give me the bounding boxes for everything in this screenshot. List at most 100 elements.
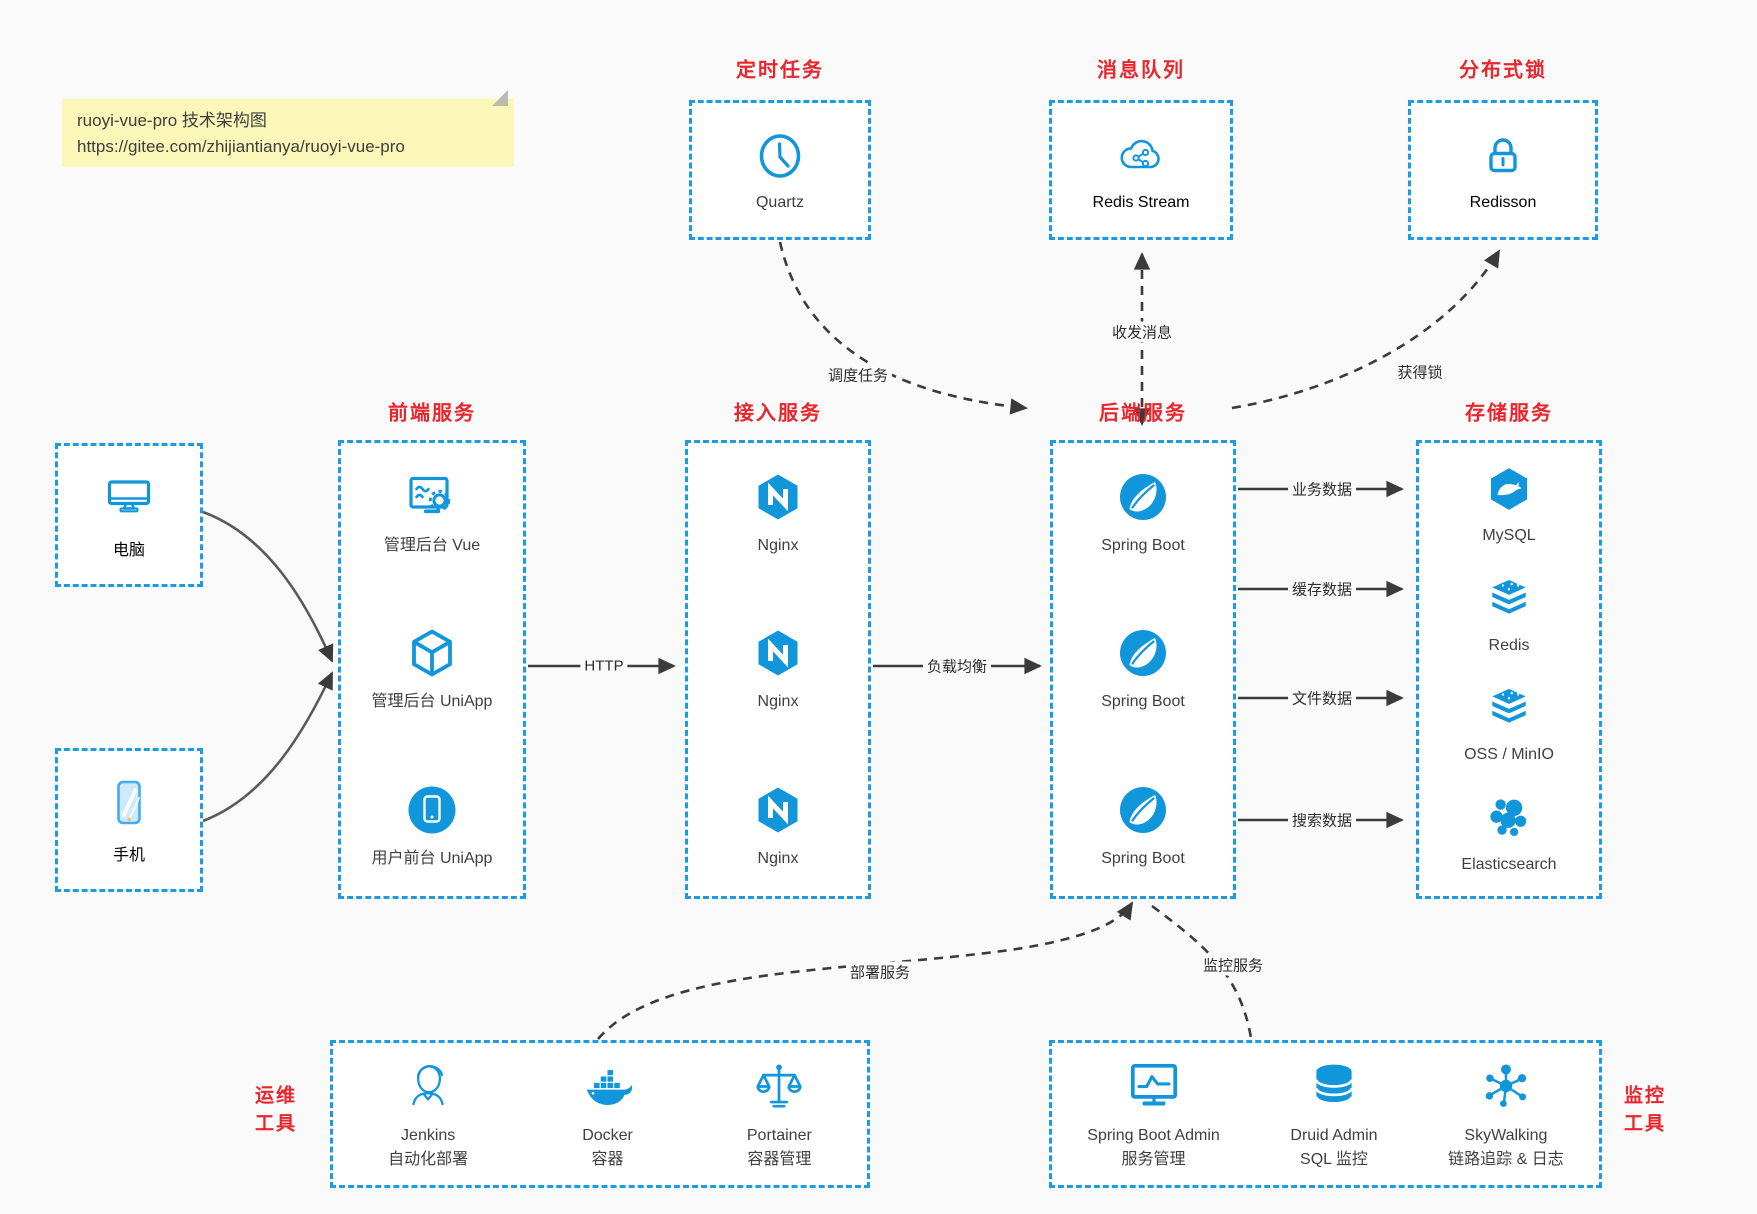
node-label: SkyWalking 链路追踪 & 日志: [1448, 1124, 1564, 1170]
clock-icon: [759, 134, 801, 178]
node-springboot-admin: Spring Boot Admin 服务管理: [1087, 1057, 1220, 1170]
spring-leaf-icon: [1119, 786, 1166, 833]
edge-acquire-lock: [1231, 249, 1501, 410]
edge-label-http: HTTP: [580, 657, 628, 675]
edge-label-file-data: 文件数据: [1287, 687, 1357, 709]
node-elasticsearch: Elasticsearch: [1461, 792, 1557, 876]
tool-desc: 容器管理: [747, 1150, 812, 1168]
node-skywalking: SkyWalking 链路追踪 & 日志: [1448, 1057, 1564, 1170]
nginx-hexagon-icon: [758, 474, 798, 520]
edge-label-business-data: 业务数据: [1287, 478, 1357, 500]
tool-name: Docker: [582, 1127, 633, 1145]
backend-column: Spring Boot Spring Boot Spring Boot: [1050, 440, 1236, 899]
node-label: 用户前台 UniApp: [371, 849, 493, 867]
node-springboot-1: Spring Boot: [1101, 469, 1185, 557]
scheduler-group-title: 定时任务: [736, 59, 824, 82]
tool-name: Portainer: [746, 1127, 812, 1145]
node-label: Nginx: [757, 693, 799, 711]
docker-whale-icon: [586, 1070, 632, 1106]
node-redis: Redis: [1483, 573, 1535, 657]
spring-leaf-icon: [1119, 630, 1166, 677]
nginx-hexagon-icon: [758, 787, 798, 833]
node-label: Nginx: [757, 537, 799, 554]
node-admin-uniapp: 管理后台 UniApp: [371, 625, 493, 713]
spring-leaf-icon: [1119, 474, 1166, 520]
node-label: 管理后台 Vue: [383, 537, 481, 554]
node-label: Portainer 容器管理: [747, 1124, 812, 1170]
nginx-hexagon-icon: [758, 630, 798, 676]
ops-title-line2: 工具: [254, 1113, 298, 1134]
admin-dashboard-gear-icon: [409, 476, 451, 514]
monitoring-toolbox: Spring Boot Admin 服务管理 Druid Admin SQL 监…: [1049, 1040, 1602, 1188]
node-label: Spring Boot Admin 服务管理: [1087, 1124, 1220, 1170]
edge-label-search-data: 搜索数据: [1287, 809, 1357, 831]
gateway-column: Nginx Nginx Nginx: [685, 440, 871, 899]
client-label: 电脑: [112, 542, 145, 559]
node-label: Jenkins 自动化部署: [388, 1124, 468, 1170]
tool-name: Jenkins: [401, 1127, 456, 1145]
node-redisson: Redisson: [1408, 100, 1598, 240]
ops-toolbox: Jenkins 自动化部署 Docker 容器: [330, 1040, 870, 1188]
node-label: Docker 容器: [582, 1124, 633, 1170]
node-label: Elasticsearch: [1461, 855, 1557, 873]
edge-label-load-balance: 负载均衡: [922, 655, 992, 677]
tool-desc: 服务管理: [1121, 1150, 1186, 1168]
tool-name: SkyWalking: [1464, 1127, 1548, 1145]
note-url: https://gitee.com/zhijiantianya/ruoyi-vu…: [77, 137, 405, 157]
backend-group-title: 后端服务: [1099, 402, 1187, 425]
edge-schedule-task: [778, 241, 1028, 415]
ops-title-line1: 运维: [254, 1085, 298, 1107]
node-portainer: Portainer 容器管理: [747, 1057, 812, 1170]
edge-label-deploy: 部署服务: [845, 961, 915, 983]
node-admin-vue: 管理后台 Vue: [384, 469, 480, 557]
database-cylinder-icon: [1315, 1064, 1353, 1106]
gateway-group-title: 接入服务: [734, 402, 822, 425]
monitor-chart-icon: [1130, 1064, 1177, 1106]
node-jenkins: Jenkins 自动化部署: [388, 1057, 468, 1170]
tool-desc: 链路追踪 & 日志: [1448, 1150, 1564, 1168]
redis-stack-icon: [1492, 579, 1526, 614]
node-nginx-3: Nginx: [750, 782, 806, 870]
desktop-icon: [107, 480, 151, 513]
node-nginx-2: Nginx: [750, 625, 806, 713]
padlock-icon: [1489, 138, 1517, 173]
node-label: Nginx: [757, 849, 799, 867]
cloud-stream-icon: [1120, 139, 1160, 169]
edge-label-lock: 获得锁: [1393, 361, 1447, 383]
monitoring-title-line1: 监控: [1623, 1085, 1667, 1107]
node-nginx-1: Nginx: [750, 469, 806, 557]
node-mysql: MySQL: [1482, 463, 1536, 547]
node-label: Redis: [1488, 636, 1530, 654]
node-redis-stream: Redis Stream: [1049, 100, 1233, 240]
tool-name: Spring Boot Admin: [1087, 1127, 1220, 1145]
elasticsearch-cluster-icon: [1490, 799, 1527, 836]
tool-desc: SQL 监控: [1300, 1150, 1368, 1168]
smartphone-icon: [117, 780, 141, 825]
tool-desc: 自动化部署: [388, 1150, 469, 1168]
frontend-column: 管理后台 Vue 管理后台 UniApp 用户前台 UniApp: [338, 440, 526, 899]
edge-label-messaging: 收发消息: [1107, 321, 1177, 343]
edge-phone-frontend: [202, 671, 334, 823]
edge-label-monitor: 监控服务: [1198, 954, 1268, 976]
node-label: Quartz: [755, 194, 804, 211]
client-label: 手机: [112, 847, 145, 864]
lock-group-title: 分布式锁: [1459, 59, 1547, 82]
node-label: Spring Boot: [1101, 693, 1185, 711]
node-label: Redis Stream: [1092, 194, 1190, 211]
edge-label-cache-data: 缓存数据: [1287, 578, 1357, 600]
node-springboot-2: Spring Boot: [1101, 625, 1185, 713]
tool-name: Druid Admin: [1290, 1127, 1378, 1145]
note-fold-corner: [492, 90, 508, 106]
node-label: OSS / MinIO: [1464, 746, 1554, 764]
node-label: 管理后台 UniApp: [371, 693, 493, 711]
node-label: Druid Admin SQL 监控: [1290, 1124, 1377, 1170]
ops-group-title: 运维 工具: [255, 1082, 297, 1137]
node-user-uniapp: 用户前台 UniApp: [371, 782, 493, 870]
oss-stack-icon: [1492, 689, 1526, 723]
note-title: ruoyi-vue-pro 技术架构图: [77, 111, 267, 130]
portainer-scales-icon: [756, 1064, 802, 1108]
mysql-hexagon-icon: [1490, 468, 1528, 510]
edge-computer-frontend: [202, 510, 334, 663]
node-label: MySQL: [1482, 527, 1536, 544]
